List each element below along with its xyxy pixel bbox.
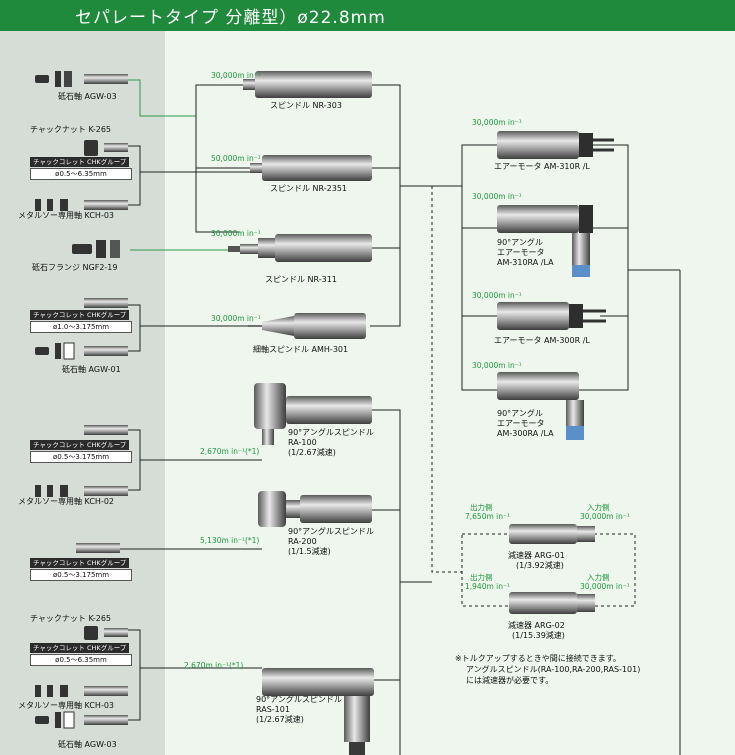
label-am300ra-1: 90°アングル — [497, 409, 543, 418]
label-ra100-ratio: (1/2.67減速) — [288, 448, 336, 457]
label-kch02: メタルソー専用軸 KCH-02 — [18, 497, 115, 506]
motor-am310r-image — [497, 131, 614, 159]
speed-nr303: 30,000m in⁻¹ — [211, 71, 261, 80]
label-ras101-ratio: (1/2.67減速) — [256, 715, 304, 724]
label-am310ra-3: AM-310RA /LA — [497, 258, 554, 267]
label-agw03-top: 砥石軸 AGW-03 — [58, 92, 117, 101]
page-title: セパレートタイプ 分離型）ø22.8mm — [75, 8, 386, 28]
label-am310r: エアーモータ AM-310R /L — [494, 162, 590, 171]
label-am300r: エアーモータ AM-300R /L — [494, 336, 590, 345]
arg01-in-speed: 30,000m in⁻¹ — [580, 512, 630, 521]
label-arg02-ratio: (1/15.39減速) — [512, 631, 565, 640]
label-amh301: 細軸スピンドル AMH-301 — [253, 345, 349, 354]
label-ra200-2: RA-200 — [288, 537, 317, 546]
arg01-out-speed: 7,650m in⁻¹ — [465, 512, 510, 521]
arg01-out-label: 出力側 — [470, 503, 493, 512]
speed-am310ra: 30,000m in⁻¹ — [472, 192, 522, 201]
spindle-ra200-image — [258, 491, 372, 527]
label-am310ra-2: エアーモータ — [497, 248, 545, 257]
label-kch03-2: メタルソー専用軸 KCH-03 — [18, 701, 115, 710]
speed-ras101: 2,670m in⁻¹(*1) — [184, 661, 244, 670]
spindle-ras101-image — [262, 668, 374, 755]
label-am300ra-3: AM-300RA /LA — [497, 429, 554, 438]
label-am310ra-1: 90°アングル — [497, 238, 543, 247]
reducer-arg01-image — [509, 524, 595, 544]
label-arg01-ratio: (1/3.92減速) — [516, 561, 564, 570]
arg01-in-label: 入力側 — [587, 503, 610, 512]
spindle-amh301-image — [248, 313, 366, 339]
title-bar: セパレートタイプ 分離型）ø22.8mm — [0, 0, 735, 31]
label-chuck-nut-1: チャックナット K-265 — [30, 125, 112, 134]
accessory-shapes — [35, 71, 128, 729]
footnote-line2: アングルスピンドル(RA-100,RA-200,RAS-101) — [466, 665, 641, 674]
speed-am310r: 30,000m in⁻¹ — [472, 118, 522, 127]
label-ngf219: 砥石フランジ NGF2-19 — [32, 263, 118, 272]
label-arg02: 減速器 ARG-02 — [508, 621, 565, 630]
label-am300ra-2: エアーモータ — [497, 419, 545, 428]
green-connectors — [128, 79, 240, 251]
arg02-out-label: 出力側 — [470, 573, 493, 582]
accessories-panel — [0, 31, 165, 755]
chk-collet-box-5: チャックコレット CHKグループ — [30, 643, 130, 653]
chk-collet-box-3: チャックコレット CHKグループ — [30, 440, 130, 450]
chk-range-box-3: ø0.5～3.175mm — [30, 451, 132, 463]
label-ra100-2: RA-100 — [288, 438, 317, 447]
label-nr311: スピンドル NR-311 — [265, 275, 337, 284]
spindle-nr2351-image — [215, 155, 372, 181]
chk-range-box-4: ø0.5～3.175mm — [30, 569, 132, 581]
spindle-nr303-image — [220, 71, 372, 98]
speed-amh301: 30,000m in⁻¹ — [211, 314, 261, 323]
motor-am300ra-image — [497, 372, 584, 440]
arg02-in-speed: 30,000m in⁻¹ — [580, 582, 630, 591]
label-agw01: 砥石軸 AGW-01 — [62, 365, 121, 374]
speed-nr2351: 50,000m in⁻¹ — [211, 154, 261, 163]
label-nr303: スピンドル NR-303 — [270, 101, 342, 110]
chk-collet-box-1: チャックコレット CHKグループ — [30, 157, 130, 167]
footnote-line1: ※トルクアップするときや間に接続できます。 — [455, 654, 621, 663]
arg02-in-label: 入力側 — [587, 573, 610, 582]
speed-ra100: 2,670m in⁻¹(*1) — [200, 447, 260, 456]
chk-range-box-1: ø0.5～6.35mm — [30, 168, 132, 180]
label-agw03-bottom: 砥石軸 AGW-03 — [58, 740, 117, 749]
speed-ra200: 5,130m in⁻¹(*1) — [200, 536, 260, 545]
label-nr2351: スピンドル NR-2351 — [270, 184, 348, 193]
reducer-arg02-image — [509, 592, 595, 614]
arg02-out-speed: 1,940m in⁻¹ — [465, 582, 510, 591]
footnote-line3: には減速器が必要です。 — [466, 676, 554, 685]
chk-range-box-2: ø1.0～3.175mm — [30, 321, 132, 333]
label-ra100-1: 90°アングルスピンドル — [288, 428, 374, 437]
label-ra200-ratio: (1/1.5減速) — [288, 547, 331, 556]
label-ras101-2: RAS-101 — [256, 705, 290, 714]
spindle-ra100-image — [254, 383, 372, 445]
chk-collet-box-2: チャックコレット CHKグループ — [30, 310, 130, 320]
label-chuck-nut-2: チャックナット K-265 — [30, 614, 112, 623]
motor-am300r-image — [497, 302, 606, 330]
label-ra200-1: 90°アングルスピンドル — [288, 527, 374, 536]
motor-am310ra-image — [497, 205, 593, 277]
speed-am300r: 30,000m in⁻¹ — [472, 291, 522, 300]
label-kch03-1: メタルソー専用軸 KCH-03 — [18, 211, 115, 220]
label-arg01: 減速器 ARG-01 — [508, 551, 565, 560]
black-connectors — [118, 84, 681, 755]
chk-range-box-5: ø0.5～6.35mm — [30, 654, 132, 666]
label-ras101-1: 90°アングルスピンドル — [256, 695, 342, 704]
spindle-nr311-image — [228, 234, 372, 262]
speed-am300ra: 30,000m in⁻¹ — [472, 361, 522, 370]
speed-nr311: 30,000m in⁻¹ — [211, 229, 261, 238]
chk-collet-box-4: チャックコレット CHKグループ — [30, 558, 130, 568]
